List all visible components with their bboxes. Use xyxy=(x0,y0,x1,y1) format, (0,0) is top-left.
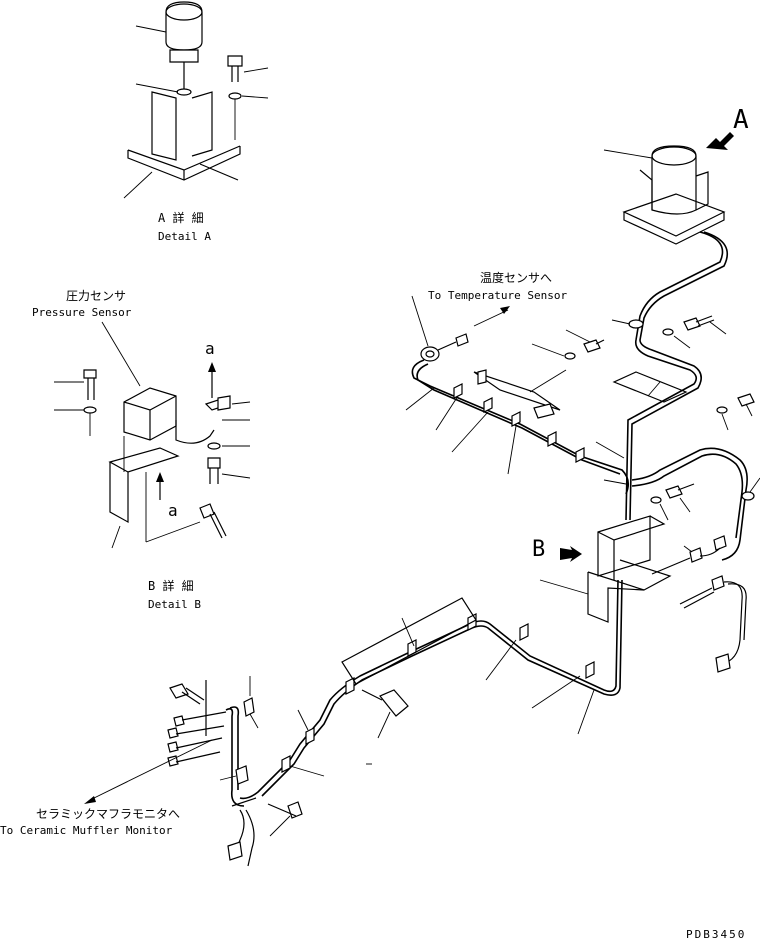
main-harness-assembly: 温度センサへ To Temperature Sensor xyxy=(84,145,760,867)
view-b-arrow-icon xyxy=(560,546,582,562)
view-marker-b: B xyxy=(532,537,545,562)
detail-a-assembly xyxy=(123,1,269,199)
temperature-sensor-label-jp: 温度センサへ xyxy=(480,270,552,285)
drawing-code: PDB3450 xyxy=(686,928,746,941)
view-marker-a-lower: a xyxy=(168,501,178,520)
pressure-sensor-label-jp: 圧力センサ xyxy=(66,289,126,303)
pressure-sensor-label-en: Pressure Sensor xyxy=(32,306,132,319)
detail-b-title-en: Detail B xyxy=(148,598,201,611)
view-a-arrow-icon xyxy=(706,132,734,150)
detail-a-title-en: Detail A xyxy=(158,230,211,243)
detail-a-title-jp: A 詳 細 xyxy=(158,210,204,225)
view-marker-a-upper: a xyxy=(205,339,215,358)
view-marker-a: A xyxy=(733,105,749,135)
temperature-sensor-label-en: To Temperature Sensor xyxy=(428,289,567,302)
ceramic-muffler-label-en: To Ceramic Muffler Monitor xyxy=(0,824,173,837)
ceramic-muffler-label-jp: セラミックマフラモニタへ xyxy=(36,807,180,821)
detail-b-assembly xyxy=(54,362,251,549)
detail-b-title-jp: B 詳 細 xyxy=(148,578,194,593)
